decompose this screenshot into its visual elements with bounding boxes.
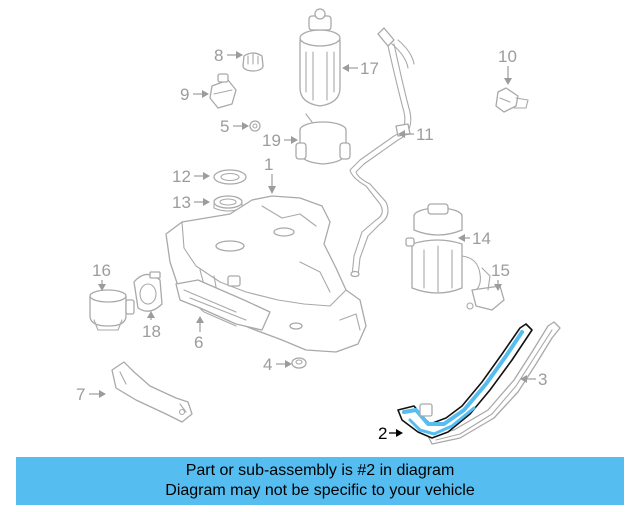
callout-1: 1 (264, 155, 276, 194)
callout-14: 14 (458, 229, 491, 248)
callout-6: 6 (194, 316, 204, 352)
fuel-pump-module-part (405, 203, 481, 294)
svg-text:4: 4 (263, 355, 272, 374)
filter-bracket-part (295, 113, 351, 165)
tank-strap-left-part (397, 323, 533, 439)
callout-13: 13 (172, 193, 210, 212)
callout-10: 10 (498, 47, 517, 85)
svg-text:19: 19 (262, 131, 281, 150)
callout-2: 2 (378, 424, 403, 443)
svg-text:18: 18 (142, 322, 161, 341)
callout-4: 4 (263, 355, 292, 374)
svg-text:1: 1 (264, 155, 273, 174)
callout-5: 5 (220, 117, 249, 136)
svg-text:17: 17 (360, 59, 379, 78)
plug-part (291, 357, 307, 369)
connector-part (495, 87, 529, 113)
callout-19: 19 (262, 131, 298, 150)
callout-15: 15 (491, 261, 510, 291)
svg-text:5: 5 (220, 117, 229, 136)
banner-line-part-number: Part or sub-assembly is #2 in diagram (185, 462, 455, 479)
parts-diagram: 1 2 3 4 5 6 7 8 9 (76, 8, 561, 445)
svg-text:16: 16 (92, 261, 111, 280)
sender-unit-part (466, 267, 505, 311)
callout-11: 11 (398, 125, 434, 144)
callout-7: 7 (76, 385, 106, 404)
pump-housing-part (89, 289, 135, 331)
retaining-ring-part (133, 271, 163, 312)
svg-text:15: 15 (491, 261, 510, 280)
clip-part (249, 120, 261, 132)
callout-3: 3 (520, 370, 547, 389)
svg-text:3: 3 (538, 370, 547, 389)
tank-strap-right-part (427, 321, 561, 445)
svg-text:7: 7 (76, 385, 85, 404)
callout-16: 16 (92, 261, 111, 291)
banner-line-disclaimer: Diagram may not be specific to your vehi… (165, 482, 475, 499)
valve-part (209, 73, 237, 109)
callout-8: 8 (214, 46, 243, 65)
svg-text:10: 10 (498, 47, 517, 66)
svg-text:2: 2 (378, 424, 387, 443)
support-bracket-part (111, 361, 193, 423)
callout-12: 12 (172, 167, 210, 186)
svg-text:12: 12 (172, 167, 191, 186)
seal-ring-part (213, 169, 247, 185)
info-banner: Part or sub-assembly is #2 in diagram Di… (16, 457, 624, 505)
callout-9: 9 (180, 85, 209, 104)
heat-shield-part (175, 279, 271, 331)
svg-text:6: 6 (194, 333, 203, 352)
callout-18: 18 (142, 311, 161, 341)
callout-17: 17 (342, 59, 379, 78)
svg-text:13: 13 (172, 193, 191, 212)
svg-text:8: 8 (214, 46, 223, 65)
fuel-tank-part (165, 195, 367, 353)
fuel-hose-part (349, 27, 415, 278)
svg-text:11: 11 (416, 125, 434, 144)
svg-text:9: 9 (180, 85, 189, 104)
cap-part (242, 52, 264, 72)
fuel-filter-part (299, 8, 341, 107)
svg-text:14: 14 (472, 229, 491, 248)
